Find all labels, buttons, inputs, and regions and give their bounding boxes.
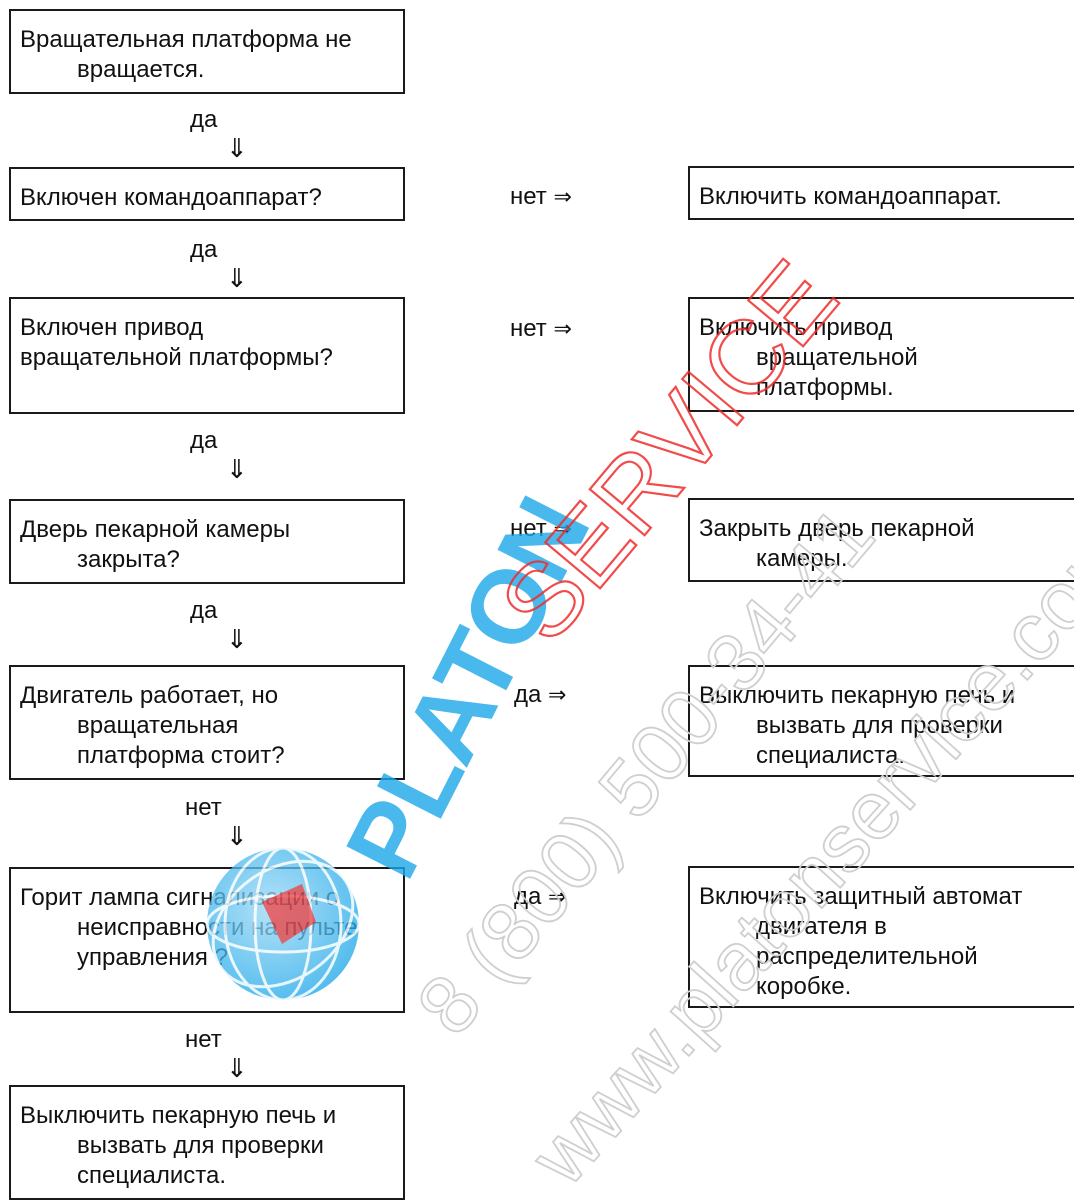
box-text-line: вращательная xyxy=(77,712,239,739)
down-label: да xyxy=(190,236,218,263)
down-label: да xyxy=(190,597,218,624)
box-text-line: платформы. xyxy=(756,374,894,401)
down-label: да xyxy=(190,427,218,454)
box-text-line: специалиста. xyxy=(77,1162,226,1189)
side-box-enable-breaker: Включить защитный автомат двигателя в расп… xyxy=(688,866,1074,1008)
box-text-line: Выключить пекарную печь и xyxy=(20,1102,337,1129)
down-label: нет xyxy=(185,1026,222,1053)
box-text-line: вызвать для проверки xyxy=(756,712,1003,739)
box-text-line: Выключить пекарную печь и xyxy=(699,682,1016,709)
box-text-line: вращательной платформы? xyxy=(20,344,333,371)
side-label: нет ⇒ xyxy=(510,183,572,210)
box-text-line: камеры. xyxy=(756,545,848,572)
right-arrow-icon: ⇒ xyxy=(553,517,572,542)
main-box-check-door: Дверь пекарной камеры закрыта? xyxy=(9,499,405,584)
box-text-line: Включить командоаппарат. xyxy=(699,183,1002,210)
main-box-check-controller: Включен командоаппарат? xyxy=(9,167,405,221)
box-text-line: Закрыть дверь пекарной xyxy=(699,515,975,542)
box-text-line: специалиста. xyxy=(756,742,905,769)
down-arrow-icon: ⇓ xyxy=(226,822,248,852)
box-text-line: Включить защитный автомат xyxy=(699,883,1023,910)
box-text-line: Двигатель работает, но xyxy=(20,682,279,709)
box-text-line: коробке. xyxy=(756,973,852,1000)
side-box-enable-drive: Включить привод вращательной платформы. xyxy=(688,297,1074,412)
right-arrow-icon: ⇒ xyxy=(548,885,567,910)
side-label: да ⇒ xyxy=(514,681,567,708)
right-arrow-icon: ⇒ xyxy=(548,683,567,708)
box-text-line: Включить привод xyxy=(699,314,893,341)
main-box-check-lamp: Горит лампа сигнализации о неисправности … xyxy=(9,867,405,1013)
box-text-line: вращается. xyxy=(77,56,205,83)
side-box-enable-controller: Включить командоаппарат. xyxy=(688,166,1074,220)
down-arrow-icon: ⇓ xyxy=(226,625,248,655)
box-text-line: неисправности на пульте xyxy=(77,914,358,941)
box-text-line: закрыта? xyxy=(77,546,180,573)
box-text-line: управления ? xyxy=(77,944,228,971)
down-arrow-icon: ⇓ xyxy=(226,134,248,164)
right-arrow-icon: ⇒ xyxy=(553,317,572,342)
down-label: нет xyxy=(185,794,222,821)
down-arrow-icon: ⇓ xyxy=(226,264,248,294)
box-text-line: двигателя в xyxy=(756,913,887,940)
main-box-check-drive: Включен привод вращательной платформы? xyxy=(9,297,405,414)
main-box-final-action: Выключить пекарную печь и вызвать для про… xyxy=(9,1085,405,1200)
box-text-line: вращательной xyxy=(756,344,918,371)
watermark-site: www.platonservice.com xyxy=(513,504,1074,1196)
side-label: нет ⇒ xyxy=(510,515,572,542)
main-box-start: Вращательная платформа не вращается. xyxy=(9,9,405,94)
box-text-line: Дверь пекарной камеры xyxy=(20,516,291,543)
box-text-line: Горит лампа сигнализации о xyxy=(20,884,340,911)
side-label: нет ⇒ xyxy=(510,315,572,342)
side-box-call-specialist: Выключить пекарную печь и вызвать для про… xyxy=(688,665,1074,777)
box-text-line: Включен привод xyxy=(20,314,204,341)
box-text-line: вызвать для проверки xyxy=(77,1132,324,1159)
box-text-line: распределительной xyxy=(756,943,978,970)
main-box-check-motor: Двигатель работает, но вращательная платфо… xyxy=(9,665,405,780)
box-text-line: Включен командоаппарат? xyxy=(20,184,322,211)
down-arrow-icon: ⇓ xyxy=(226,455,248,485)
side-label: да ⇒ xyxy=(514,883,567,910)
down-arrow-icon: ⇓ xyxy=(226,1054,248,1084)
box-text-line: платформа стоит? xyxy=(77,742,285,769)
right-arrow-icon: ⇒ xyxy=(553,185,572,210)
side-box-close-door: Закрыть дверь пекарной камеры. xyxy=(688,498,1074,582)
down-label: да xyxy=(190,106,218,133)
box-text-line: Вращательная платформа не xyxy=(20,26,352,53)
